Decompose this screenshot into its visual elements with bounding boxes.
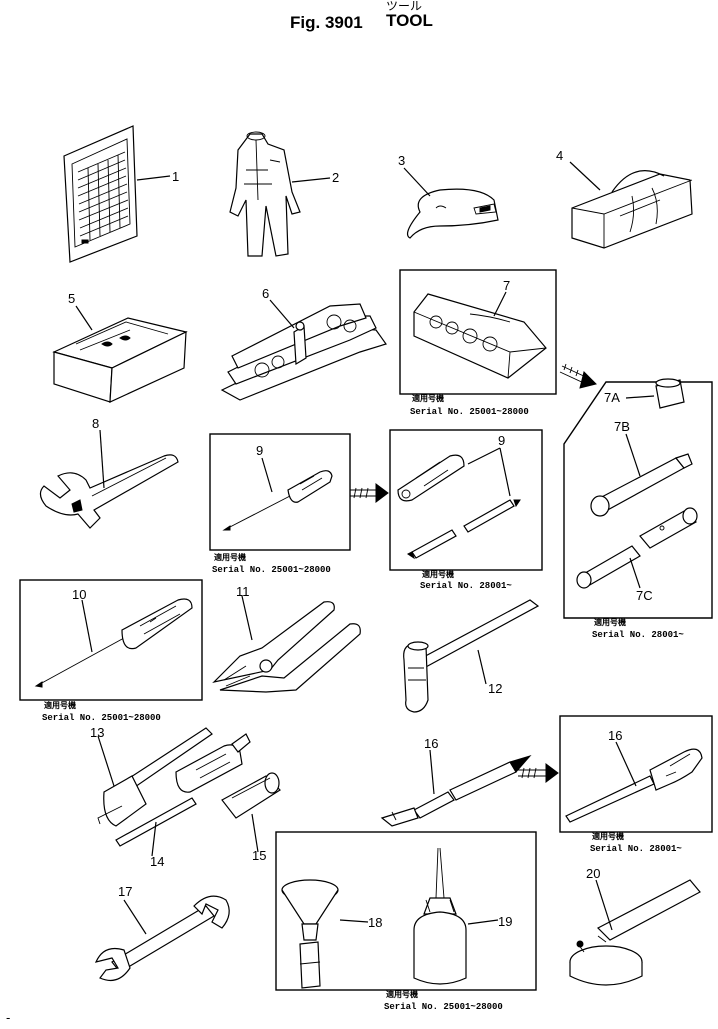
callout-1: 1: [172, 169, 179, 184]
screwdriver-10-frame: [19, 579, 203, 701]
callout-15: 15: [252, 848, 266, 863]
adjustable-wrench-icon: [39, 454, 179, 529]
screwdriver-new-frame: [389, 429, 543, 571]
callout-12: 12: [488, 681, 502, 696]
callout-10: 10: [72, 587, 86, 602]
serial-note-7-jp: 適用号機: [386, 989, 418, 999]
pry-bar-new-frame: [559, 715, 713, 833]
callout-20: 20: [586, 866, 600, 881]
callout-9-new: 9: [498, 433, 505, 448]
serial-note-4: Serial No. 28001~: [420, 581, 512, 591]
callout-13: 13: [90, 725, 104, 740]
screwdriver-10-icon: [34, 598, 193, 688]
serial-note-7: Serial No. 25001~28000: [384, 1002, 503, 1012]
screwdriver-icon: [222, 470, 333, 531]
callout-16-old: 16: [424, 736, 438, 751]
socket-7a-icon: [655, 378, 685, 409]
serial-note-6: Serial No. 28001~: [590, 844, 682, 854]
callout-19: 19: [498, 914, 512, 929]
callout-18: 18: [368, 915, 382, 930]
pry-bar-hooked-icon: [565, 748, 703, 823]
spanner-icon: [94, 895, 230, 981]
wrench-set-icon: [220, 303, 387, 401]
callout-5: 5: [68, 291, 75, 306]
callout-7: 7: [503, 278, 510, 293]
socket-parts-frame: [563, 381, 713, 619]
screwdriver-old-frame: [209, 433, 351, 551]
callout-6: 6: [262, 286, 269, 301]
callout-7a: 7A: [604, 390, 620, 405]
callout-2: 2: [332, 170, 339, 185]
grease-cartridge-icon: [221, 772, 281, 819]
callout-7b: 7B: [614, 419, 630, 434]
serial-note-6-jp: 適用号機: [592, 831, 624, 841]
supersession-arrow-3: [518, 763, 559, 783]
callout-8: 8: [92, 416, 99, 431]
page-mark: -: [6, 1010, 10, 1025]
callout-17: 17: [118, 884, 132, 899]
page-title: TOOL: [386, 11, 433, 30]
title-kana: ツール: [386, 0, 422, 13]
funnel-icon: [281, 879, 339, 989]
filter-wrench-icon: [569, 879, 701, 986]
serial-note-3: Serial No. 25001~28000: [212, 565, 331, 575]
serial-note-4-jp: 適用号機: [422, 569, 454, 579]
callout-4: 4: [556, 148, 563, 163]
callout-3: 3: [398, 153, 405, 168]
socket-set-frame: [399, 269, 557, 395]
callout-9-old: 9: [256, 443, 263, 458]
hammer-icon: [403, 599, 540, 713]
callout-7c: 7C: [636, 588, 653, 603]
serial-note-3-jp: 適用号機: [214, 552, 246, 562]
supersession-arrow-1: [559, 363, 597, 389]
socket-set-case-icon: [413, 293, 547, 379]
serial-note-2-jp: 適用号機: [594, 617, 626, 627]
tool-bag-icon: [571, 170, 693, 249]
serial-note-2: Serial No. 28001~: [592, 630, 684, 640]
pliers-icon: [212, 601, 361, 693]
callout-16-new: 16: [608, 728, 622, 743]
supersession-arrow-2: [350, 483, 389, 503]
serial-note-1-jp: 適用号機: [412, 393, 444, 403]
callout-14: 14: [150, 854, 164, 869]
oiler-can-icon: [413, 847, 467, 985]
funnel-oiler-frame: [275, 831, 537, 991]
serial-note-5: Serial No. 25001~28000: [42, 713, 161, 723]
cap-icon: [407, 188, 499, 239]
pry-bar-icon: [380, 755, 532, 827]
tool-chart-sheet: [63, 125, 138, 263]
tool-box-icon: [52, 317, 188, 403]
serial-note-5-jp: 適用号機: [44, 700, 76, 710]
universal-joint-7c-icon: [576, 507, 698, 589]
grease-gun-icon: [97, 727, 251, 827]
coveralls-icon: [229, 131, 301, 257]
extension-bar-7b-icon: [590, 453, 693, 517]
figure-label: Fig. 3901: [290, 13, 363, 32]
screwdriver-interchangeable-icon: [397, 454, 521, 560]
callout-11: 11: [236, 584, 250, 599]
serial-note-1: Serial No. 25001~28000: [410, 407, 529, 417]
